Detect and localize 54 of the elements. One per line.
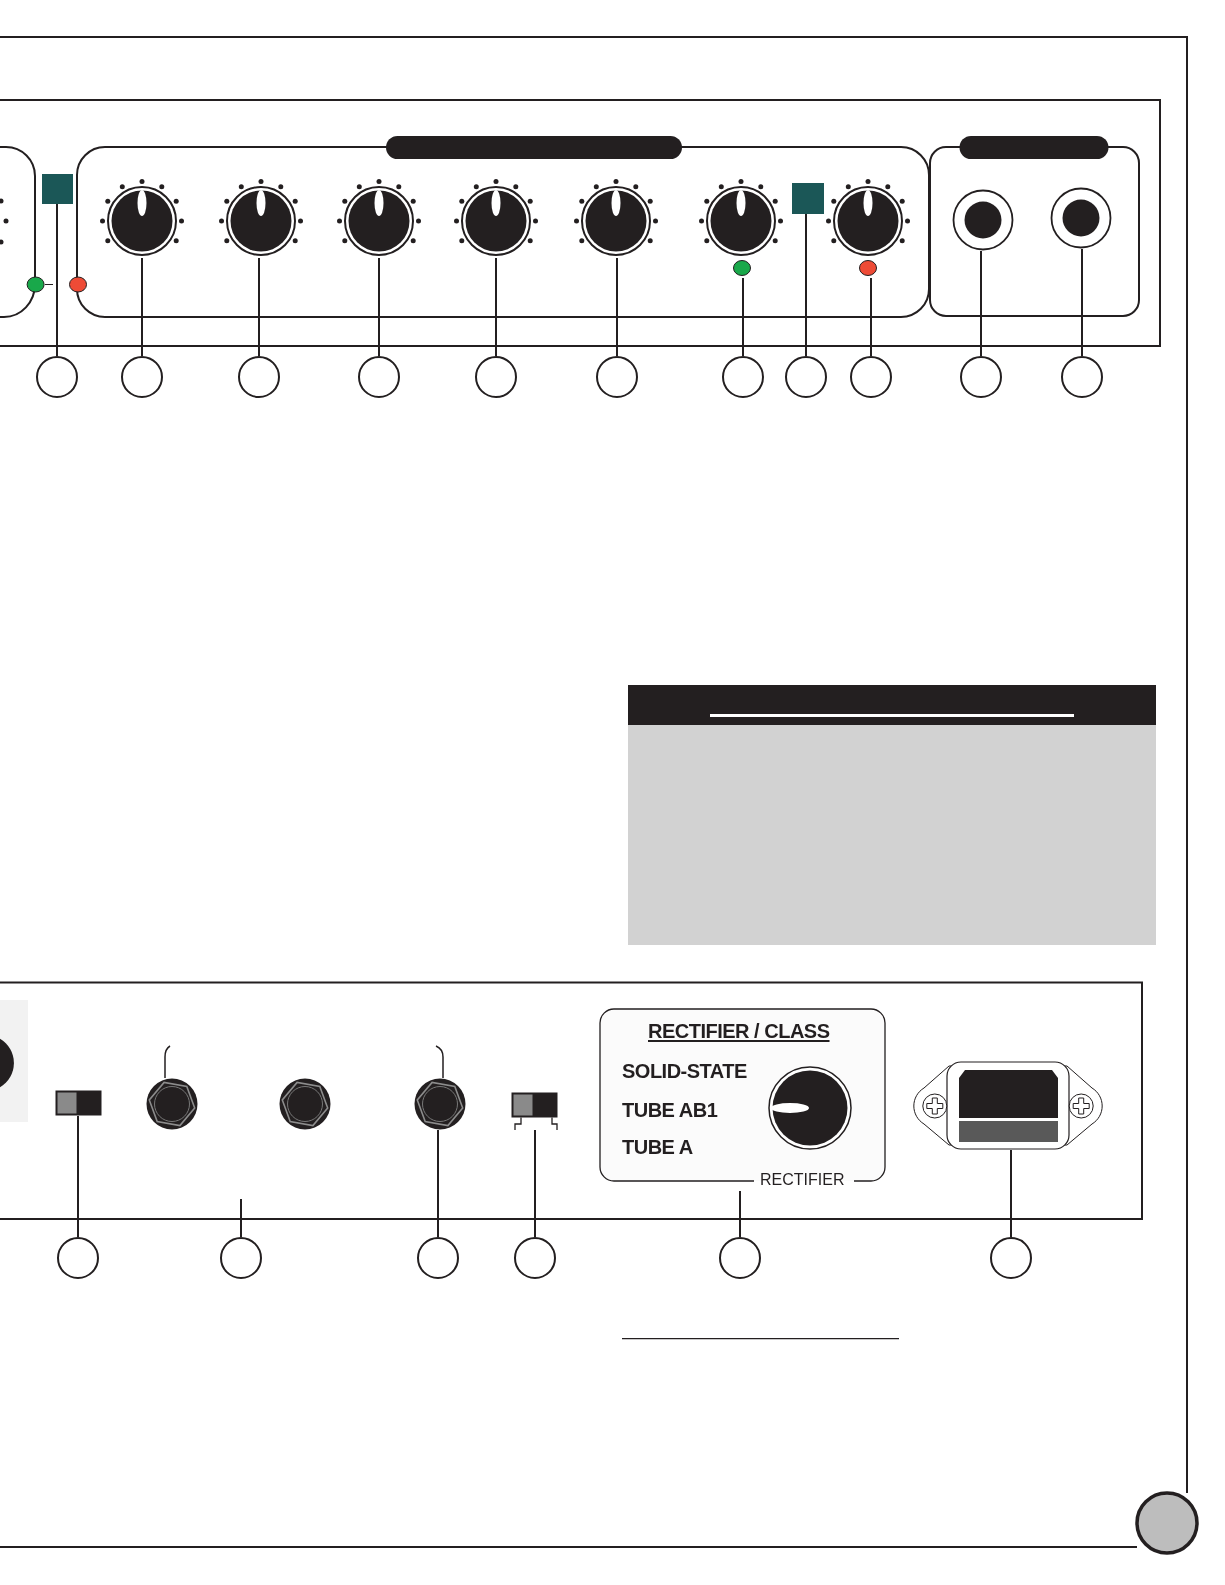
panel-heading: RECTIFIER / CLASS <box>648 1020 830 1043</box>
rotary-knob <box>453 178 539 258</box>
callout-circle <box>990 1237 1032 1279</box>
callout-circle <box>121 356 163 398</box>
rotary-knob <box>573 178 659 258</box>
leader-line <box>742 277 744 357</box>
callout-circle <box>417 1237 459 1279</box>
leader-line <box>56 203 58 357</box>
slide-switch <box>55 1090 102 1116</box>
selector-knob <box>768 1066 852 1150</box>
jack-socket <box>414 1078 466 1130</box>
rotary-knob <box>336 178 422 258</box>
input-jack <box>952 189 1014 251</box>
jack-socket <box>279 1078 331 1130</box>
leader-line <box>258 257 260 357</box>
callout-circle <box>785 356 827 398</box>
push-button <box>42 174 73 204</box>
callout-circle <box>596 356 638 398</box>
callout-circle <box>220 1237 262 1279</box>
input-jack <box>1050 187 1112 249</box>
leader-line <box>1081 248 1083 357</box>
leader-line <box>534 1129 536 1238</box>
callout-circle <box>475 356 517 398</box>
leader-line <box>495 257 497 357</box>
leader-line <box>805 213 807 357</box>
leader-line <box>980 250 982 357</box>
leader-line <box>141 257 143 357</box>
rotary-knob <box>218 178 304 258</box>
position-label: TUBE AB1 <box>622 1099 718 1122</box>
leader-line <box>1010 1149 1012 1238</box>
position-label: TUBE A <box>622 1136 693 1159</box>
callout-circle <box>358 356 400 398</box>
leader-line <box>739 1190 741 1238</box>
rotary-knob <box>99 178 185 258</box>
callout-circle <box>722 356 764 398</box>
leader-line <box>616 257 618 357</box>
position-label: SOLID-STATE <box>622 1060 747 1083</box>
leader-line <box>437 1129 439 1238</box>
callout-circle <box>960 356 1002 398</box>
jack-socket <box>146 1078 198 1130</box>
callout-circle <box>719 1237 761 1279</box>
push-button <box>792 183 824 214</box>
leader-line <box>240 1198 242 1238</box>
callout-circle <box>1061 356 1103 398</box>
callout-circle <box>36 356 78 398</box>
slide-switch <box>511 1092 558 1130</box>
leader-line <box>378 257 380 357</box>
callout-circle <box>238 356 280 398</box>
callout-circle <box>57 1237 99 1279</box>
panel-label: RECTIFIER <box>760 1171 845 1190</box>
leader-line <box>77 1115 79 1238</box>
leader-line <box>870 277 872 357</box>
callout-circle <box>850 356 892 398</box>
callout-circle <box>514 1237 556 1279</box>
